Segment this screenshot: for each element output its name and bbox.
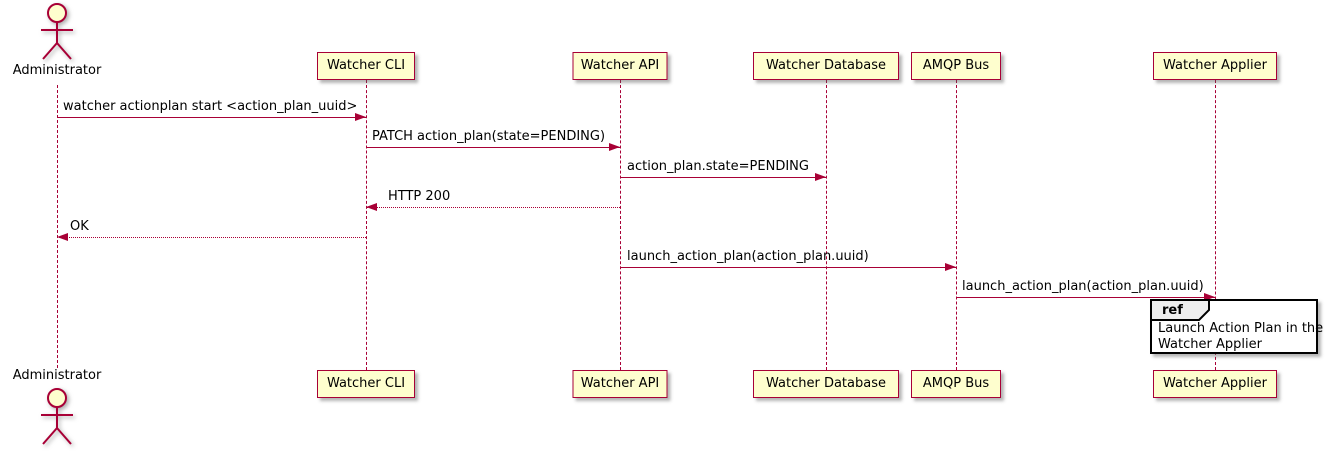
actor-icon xyxy=(41,3,73,60)
message-label-4: HTTP 200 xyxy=(388,189,451,204)
participant-label: AMQP Bus xyxy=(922,58,990,73)
message-label-7: launch_action_plan(action_plan.uuid) xyxy=(962,279,1204,294)
lifeline-amqp-bus xyxy=(956,80,957,370)
participant-label: Watcher CLI xyxy=(326,376,406,391)
participant-label: Watcher API xyxy=(580,376,660,391)
participant-bottom-watcher-api: Watcher API xyxy=(572,370,668,398)
arrowhead-icon xyxy=(815,173,826,181)
arrowhead-icon xyxy=(57,233,68,241)
ref-tab-shape xyxy=(1150,299,1210,321)
lifeline-watcher-cli xyxy=(366,80,367,370)
message-line-6 xyxy=(620,267,956,268)
participant-label: Watcher API xyxy=(580,58,660,73)
participant-label: AMQP Bus xyxy=(922,376,990,391)
message-label-5: OK xyxy=(70,219,89,234)
arrowhead-icon xyxy=(355,113,366,121)
participant-top-watcher-applier: Watcher Applier xyxy=(1153,52,1277,80)
participant-bottom-amqp-bus: AMQP Bus xyxy=(911,370,1001,398)
lifeline-watcher-database xyxy=(826,80,827,370)
actor-label-top: Administrator xyxy=(12,63,102,78)
ref-text-line1: Launch Action Plan in the xyxy=(1158,321,1324,336)
participant-label: Watcher CLI xyxy=(326,58,406,73)
message-label-1: watcher actionplan start <action_plan_uu… xyxy=(63,99,358,114)
arrowhead-icon xyxy=(945,263,956,271)
message-line-7 xyxy=(956,297,1215,298)
participant-bottom-watcher-cli: Watcher CLI xyxy=(317,370,415,398)
message-label-6: launch_action_plan(action_plan.uuid) xyxy=(627,249,869,264)
message-line-5 xyxy=(57,237,366,238)
message-label-3: action_plan.state=PENDING xyxy=(627,159,809,174)
lifeline-watcher-applier xyxy=(1215,80,1216,370)
lifeline-administrator xyxy=(57,85,58,368)
arrowhead-icon xyxy=(366,203,377,211)
participant-top-amqp-bus: AMQP Bus xyxy=(911,52,1001,80)
participant-top-watcher-api: Watcher API xyxy=(572,52,668,80)
message-line-4 xyxy=(366,207,620,208)
participant-bottom-watcher-applier: Watcher Applier xyxy=(1153,370,1277,398)
arrowhead-icon xyxy=(1204,293,1215,301)
lifeline-watcher-api xyxy=(620,80,621,370)
message-line-3 xyxy=(620,177,826,178)
arrowhead-icon xyxy=(609,143,620,151)
ref-text-line2: Watcher Applier xyxy=(1158,337,1262,352)
participant-label: Watcher Database xyxy=(766,58,886,73)
participant-top-watcher-database: Watcher Database xyxy=(753,52,899,80)
participant-bottom-watcher-database: Watcher Database xyxy=(753,370,899,398)
ref-fragment: ref Launch Action Plan in the Watcher Ap… xyxy=(1150,299,1323,354)
message-line-2 xyxy=(366,147,620,148)
actor-icon xyxy=(41,388,73,445)
participant-label: Watcher Applier xyxy=(1163,58,1267,73)
ref-keyword: ref xyxy=(1162,303,1183,318)
participant-top-watcher-cli: Watcher CLI xyxy=(317,52,415,80)
message-label-2: PATCH action_plan(state=PENDING) xyxy=(372,129,606,144)
participant-label: Watcher Applier xyxy=(1163,376,1267,391)
message-line-1 xyxy=(57,117,366,118)
participant-label: Watcher Database xyxy=(766,376,886,391)
actor-label-bottom: Administrator xyxy=(12,368,102,383)
